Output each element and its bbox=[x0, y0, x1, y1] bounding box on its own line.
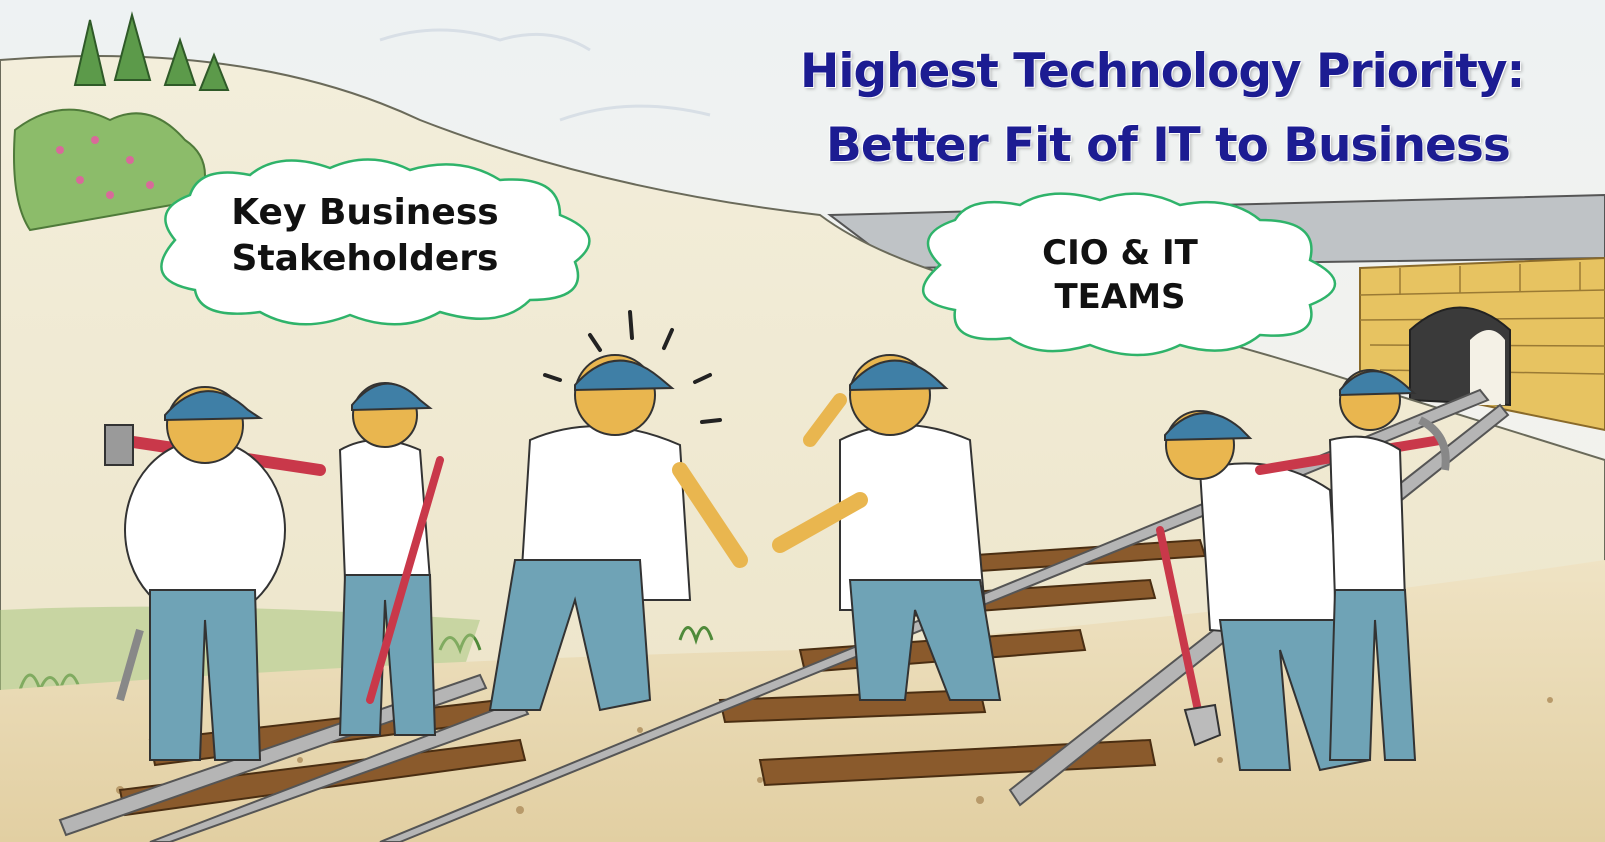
hammer-head bbox=[104, 424, 134, 466]
left-cloud-line-1: Key Business bbox=[231, 192, 499, 233]
headline-line-2: Better Fit of IT to Business bbox=[826, 118, 1511, 173]
cloud-icon bbox=[921, 192, 1337, 357]
worker-cap bbox=[164, 390, 264, 422]
hillside-bushes bbox=[13, 108, 206, 232]
left-cloud-line-2: Stakeholders bbox=[231, 238, 499, 280]
headline-line-1: Highest Technology Priority: bbox=[800, 44, 1525, 99]
worker-6 bbox=[1255, 369, 1450, 761]
shovel-blade bbox=[1183, 703, 1222, 747]
shovel-icon bbox=[1156, 526, 1204, 724]
worker-arm bbox=[672, 462, 748, 568]
pickaxe-head bbox=[1418, 416, 1450, 471]
worker-torso bbox=[839, 424, 987, 611]
worker-legs bbox=[1328, 589, 1417, 761]
worker-4 bbox=[772, 354, 1002, 701]
worker-torso bbox=[1328, 435, 1407, 601]
worker-legs bbox=[488, 559, 652, 712]
worker-cap bbox=[849, 359, 949, 392]
worker-2 bbox=[338, 382, 444, 736]
tunnel-light bbox=[1470, 330, 1505, 405]
worker-arm bbox=[772, 492, 868, 553]
worker-cap bbox=[574, 359, 675, 392]
worker-torso bbox=[1198, 462, 1342, 642]
worker-torso bbox=[338, 439, 432, 581]
worker-cap bbox=[1339, 370, 1417, 397]
worker-legs bbox=[149, 589, 262, 761]
sky-cloud-wisp bbox=[379, 28, 591, 52]
shovel-icon bbox=[366, 456, 444, 704]
left-speech-cloud-text: Key Business Stakeholders bbox=[200, 190, 530, 282]
worker-1 bbox=[104, 386, 326, 761]
flowers bbox=[56, 136, 154, 199]
right-speech-cloud-text: CIO & IT TEAMS bbox=[990, 232, 1250, 319]
worker-legs bbox=[848, 579, 1002, 701]
right-cloud-line-2: TEAMS bbox=[1054, 276, 1186, 317]
worker-3 bbox=[488, 354, 748, 712]
cloud-icon bbox=[160, 158, 591, 326]
worker-legs bbox=[338, 574, 437, 736]
sky-cloud-wisp bbox=[559, 104, 711, 122]
right-cloud-line-1: CIO & IT bbox=[1042, 233, 1198, 273]
tree-icon bbox=[73, 11, 230, 91]
wrench-icon bbox=[116, 628, 144, 702]
worker-arm bbox=[803, 393, 847, 447]
surprise-lines bbox=[543, 310, 722, 424]
worker-cap bbox=[1164, 412, 1253, 442]
worker-cap bbox=[351, 382, 433, 412]
